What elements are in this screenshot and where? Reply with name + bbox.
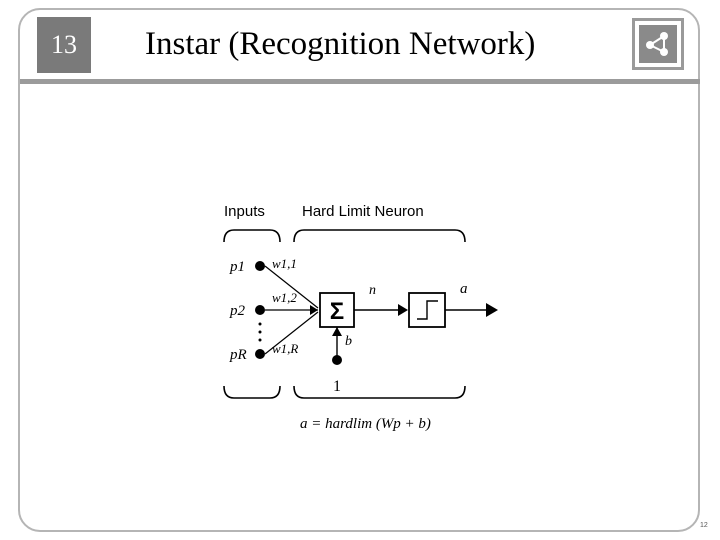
inputs-bracket-top [223, 229, 281, 243]
input-node-1 [255, 261, 265, 271]
ellipsis-dot [258, 322, 262, 326]
weight-connection-r [264, 311, 319, 355]
input-label-1: p1 [229, 259, 245, 275]
input-arrowhead [310, 305, 318, 315]
bias-node [332, 355, 342, 365]
page-number: 12 [700, 522, 708, 529]
output-label: a [460, 281, 468, 297]
hardlim-step-icon [417, 300, 438, 320]
equation-label: a = hardlim (Wp + b) [300, 416, 431, 432]
bias-arrowhead [332, 327, 342, 336]
logo-icon [632, 18, 684, 70]
neuron-label: Hard Limit Neuron [302, 203, 424, 220]
weight-connection-1 [264, 265, 319, 309]
weight-label-1: w1,1 [272, 256, 297, 271]
neuron-bracket-bottom [293, 385, 466, 399]
summation-symbol: Σ [330, 298, 344, 325]
bias-input-label: 1 [333, 378, 341, 395]
output-arrowhead [486, 303, 498, 317]
ellipsis-dot [258, 330, 262, 334]
ellipsis-dot [258, 338, 262, 342]
header-divider [20, 79, 700, 84]
slide-title: Instar (Recognition Network) [145, 26, 536, 62]
logo-graphic [639, 25, 677, 63]
slide-frame [18, 8, 700, 532]
net-input-arrowhead [398, 304, 408, 316]
weight-label-2: w1,2 [272, 290, 297, 305]
instar-diagram-svg: Inputs Hard Limit Neuron p1 p2 pR w1,1 w… [223, 203, 498, 432]
input-node-2 [255, 305, 265, 315]
instar-diagram: Inputs Hard Limit Neuron p1 p2 pR w1,1 w… [210, 190, 520, 440]
chapter-number-badge: 13 [37, 17, 91, 73]
inputs-label: Inputs [224, 203, 265, 220]
input-label-2: p2 [229, 303, 246, 319]
inputs-bracket-bottom [223, 385, 281, 399]
net-input-label: n [369, 283, 376, 298]
input-node-r [255, 349, 265, 359]
bias-label: b [345, 334, 352, 349]
input-label-r: pR [229, 347, 247, 363]
weight-label-r: w1,R [272, 341, 298, 356]
neuron-bracket-top [293, 229, 466, 243]
